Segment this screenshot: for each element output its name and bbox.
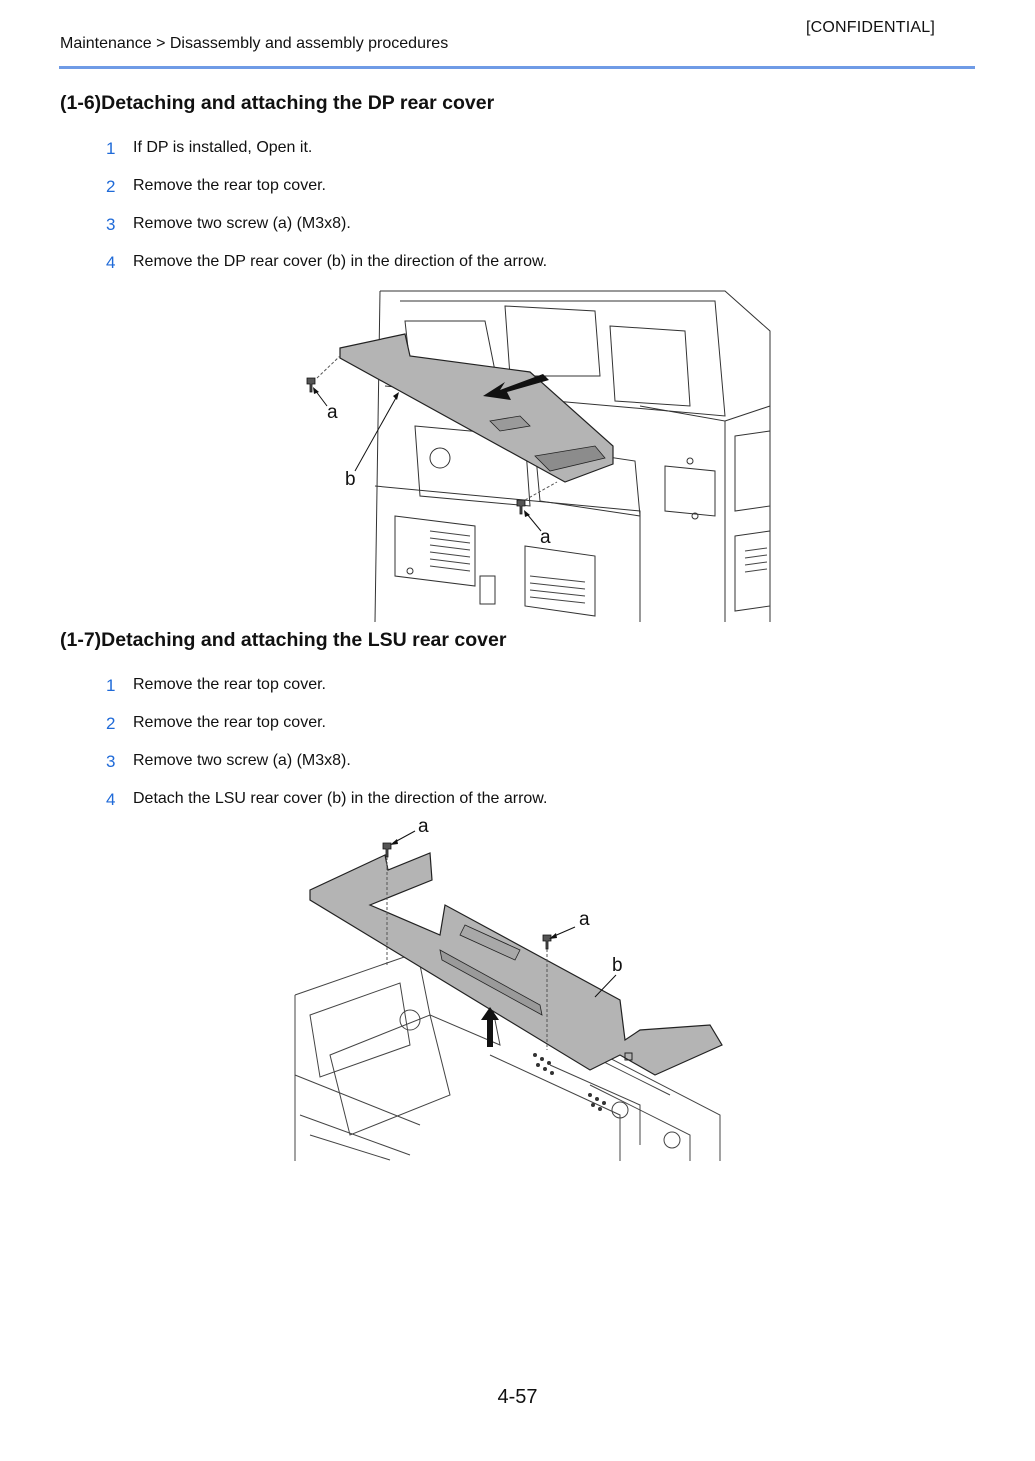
step-text: Remove the rear top cover. (133, 714, 326, 731)
step-number: 3 (106, 215, 116, 234)
dp-rear-cover-illustration: a b a (306, 290, 771, 623)
step-item: 2 Remove the rear top cover. (106, 177, 547, 215)
step-item: 1 If DP is installed, Open it. (106, 139, 547, 177)
lsu-rear-cover-illustration: a a b (294, 816, 723, 1161)
figure-label-cover-b: b (612, 955, 623, 976)
breadcrumb: Maintenance > Disassembly and assembly p… (60, 35, 449, 52)
page-number: 4-57 (497, 1386, 538, 1408)
step-text: Remove the rear top cover. (133, 676, 326, 693)
step-text: Remove two screw (a) (M3x8). (133, 752, 351, 769)
figure-label-screw-a: a (540, 527, 551, 548)
step-text: Detach the LSU rear cover (b) in the dir… (133, 790, 548, 807)
step-number: 2 (106, 177, 116, 196)
header-divider (59, 66, 975, 69)
step-number: 2 (106, 714, 116, 733)
step-item: 4 Detach the LSU rear cover (b) in the di… (106, 790, 547, 828)
confidential-label: [CONFIDENTIAL] (805, 19, 935, 36)
step-number: 4 (106, 253, 116, 272)
figure-lsu-rear-cover: a a b (290, 815, 730, 1165)
figure-label-screw-a: a (579, 909, 590, 930)
step-number: 1 (106, 676, 116, 695)
step-number: 3 (106, 752, 116, 771)
figure-label-screw-a: a (418, 816, 429, 837)
figure-dp-rear-cover: a b a (295, 286, 775, 626)
step-number: 4 (106, 790, 116, 809)
figure-label-cover-b: b (345, 469, 356, 490)
step-number: 1 (106, 139, 116, 158)
step-text: Remove the DP rear cover (b) in the dire… (133, 253, 548, 270)
step-item: 4 Remove the DP rear cover (b) in the dir… (106, 253, 547, 291)
section-title-lsu-rear-cover: (1-7)Detaching and attaching the LSU rea… (60, 629, 507, 651)
step-item: 1 Remove the rear top cover. (106, 676, 547, 714)
step-item: 2 Remove the rear top cover. (106, 714, 547, 752)
step-item: 3 Remove two screw (a) (M3x8). (106, 215, 547, 253)
step-text: If DP is installed, Open it. (133, 139, 313, 156)
step-text: Remove the rear top cover. (133, 177, 326, 194)
figure-label-screw-a: a (327, 402, 338, 423)
section-title-dp-rear-cover: (1-6)Detaching and attaching the DP rear… (60, 92, 495, 114)
step-text: Remove two screw (a) (M3x8). (133, 215, 351, 232)
step-item: 3 Remove two screw (a) (M3x8). (106, 752, 547, 790)
